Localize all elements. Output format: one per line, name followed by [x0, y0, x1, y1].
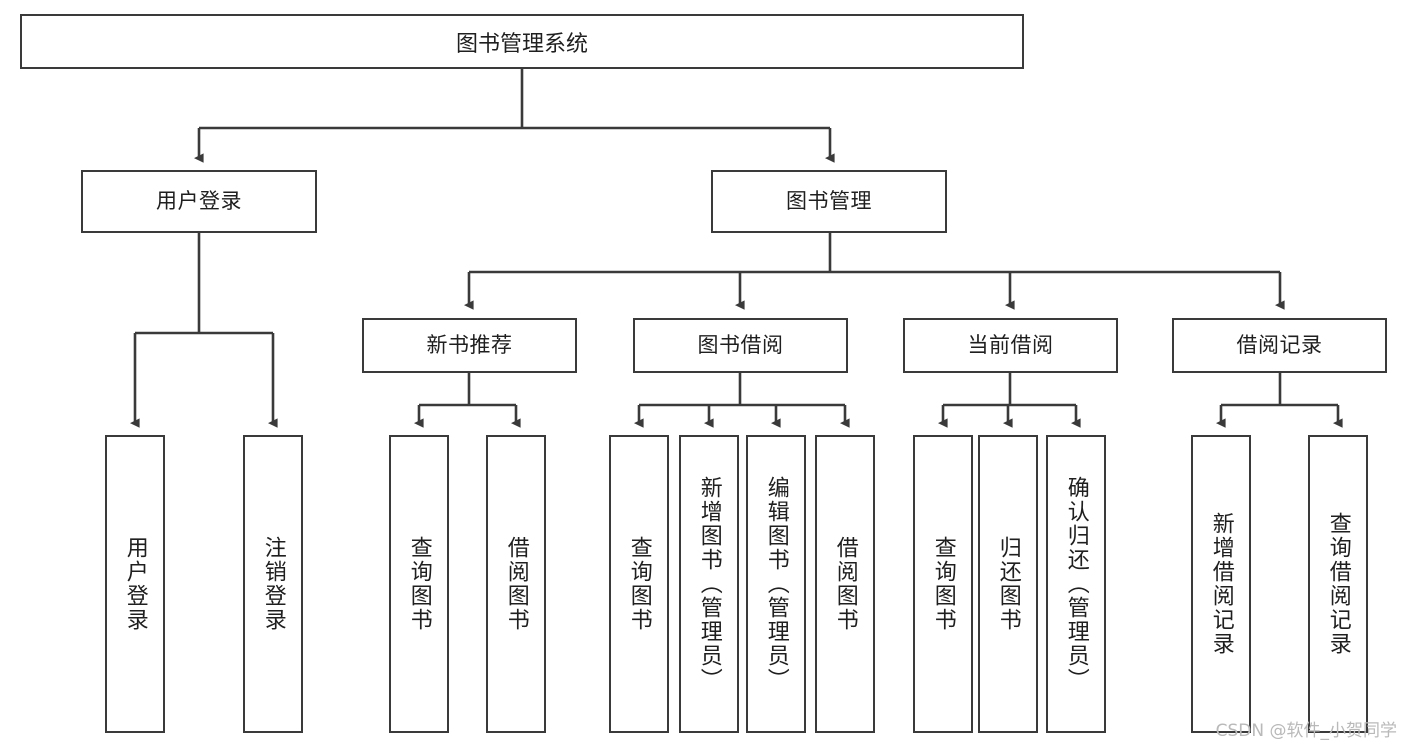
leaf-borrow-query-book[interactable]: 查询图书 [609, 435, 669, 733]
leaf-record-add-borrow-record[interactable]: 新增借阅记录 [1191, 435, 1251, 733]
node-book-management[interactable]: 图书管理 [711, 170, 947, 233]
leaf-user-login[interactable]: 用户登录 [105, 435, 165, 733]
node-label: 借阅图书 [503, 536, 529, 632]
node-new-book-recommend[interactable]: 新书推荐 [362, 318, 577, 373]
leaf-current-return-book[interactable]: 归还图书 [978, 435, 1038, 733]
node-label: 查询借阅记录 [1325, 512, 1351, 656]
node-label: 编辑图书（管理员） [763, 476, 789, 692]
node-label: 查询图书 [406, 536, 432, 632]
node-label: 用户登录 [122, 536, 148, 632]
node-label: 当前借阅 [967, 332, 1054, 357]
leaf-borrow-edit-book-admin[interactable]: 编辑图书（管理员） [746, 435, 806, 733]
node-current-borrow[interactable]: 当前借阅 [903, 318, 1118, 373]
node-label: 归还图书 [995, 536, 1021, 632]
node-book-borrow[interactable]: 图书借阅 [633, 318, 848, 373]
leaf-record-query-borrow-record[interactable]: 查询借阅记录 [1308, 435, 1368, 733]
node-label: 借阅记录 [1236, 332, 1323, 357]
watermark-csdn: CSDN @软件_小贺同学 [1215, 721, 1397, 741]
node-borrow-record[interactable]: 借阅记录 [1172, 318, 1387, 373]
node-label: 用户登录 [156, 188, 242, 213]
node-label: 新增借阅记录 [1208, 512, 1234, 656]
leaf-borrow-add-book-admin[interactable]: 新增图书（管理员） [679, 435, 739, 733]
node-label: 图书管理系统 [455, 31, 588, 57]
leaf-current-confirm-return-admin[interactable]: 确认归还（管理员） [1046, 435, 1106, 733]
leaf-recommend-query-book[interactable]: 查询图书 [389, 435, 449, 733]
node-user-login[interactable]: 用户登录 [81, 170, 317, 233]
node-root-book-management-system[interactable]: 图书管理系统 [20, 14, 1024, 69]
leaf-borrow-borrow-book[interactable]: 借阅图书 [815, 435, 875, 733]
node-label: 查询图书 [930, 536, 956, 632]
node-label: 查询图书 [626, 536, 652, 632]
node-label: 图书借阅 [697, 332, 784, 357]
node-label: 新书推荐 [426, 332, 513, 357]
leaf-user-logout[interactable]: 注销登录 [243, 435, 303, 733]
leaf-recommend-borrow-book[interactable]: 借阅图书 [486, 435, 546, 733]
node-label: 借阅图书 [832, 536, 858, 632]
node-label: 新增图书（管理员） [696, 476, 722, 692]
leaf-current-query-book[interactable]: 查询图书 [913, 435, 973, 733]
node-label: 确认归还（管理员） [1063, 476, 1089, 692]
node-label: 图书管理 [786, 188, 872, 213]
node-label: 注销登录 [260, 536, 286, 632]
